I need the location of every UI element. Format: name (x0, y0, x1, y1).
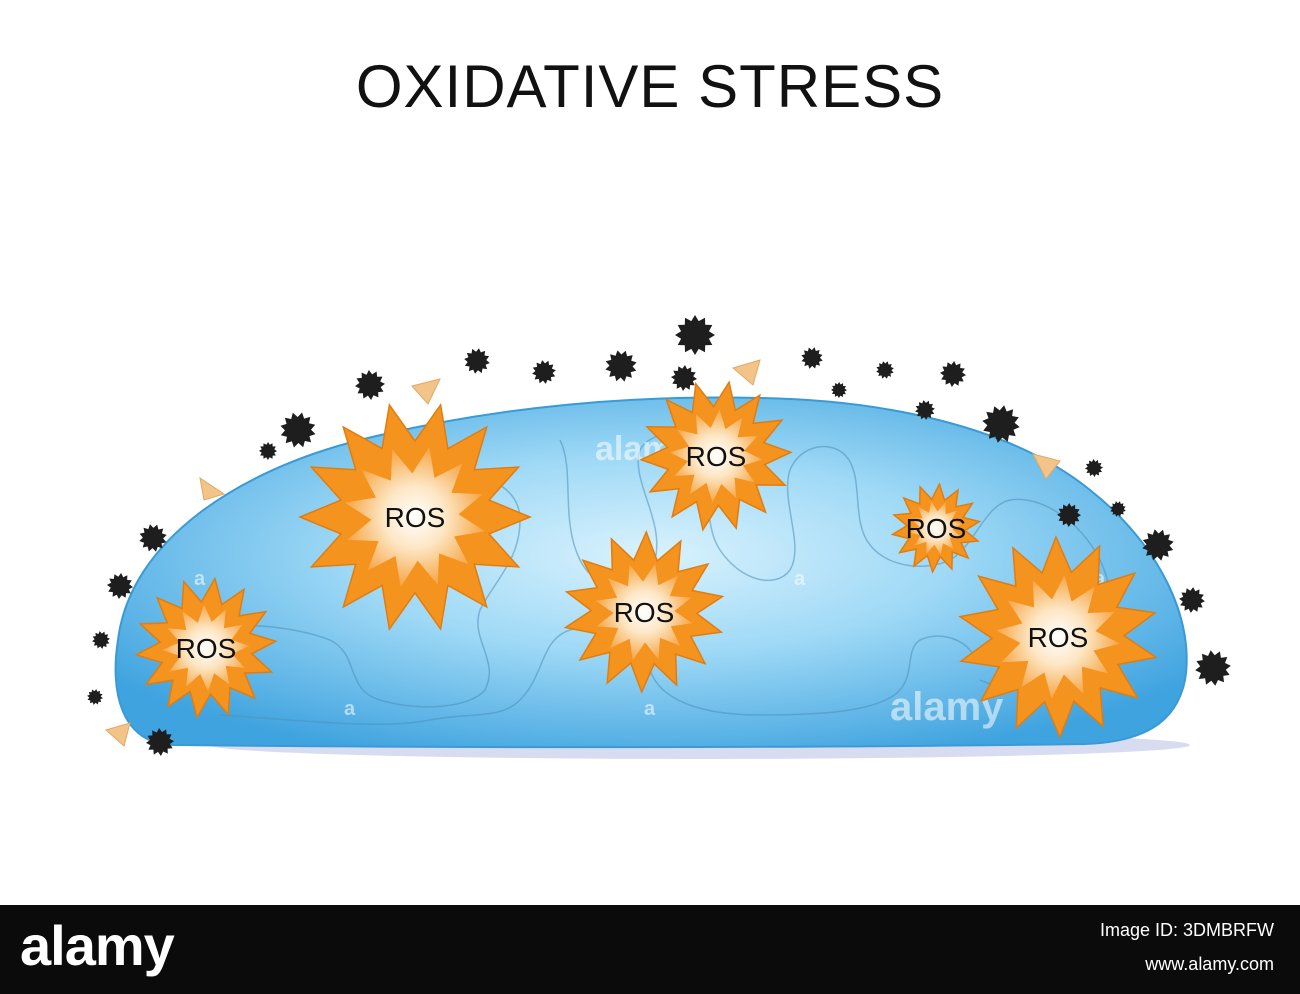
ros-label: ROS (176, 633, 237, 664)
ros-burst: ROS (298, 402, 532, 632)
diagram-title: OXIDATIVE STRESS (355, 53, 945, 120)
ros-label: ROS (1028, 622, 1089, 653)
ros-burst: ROS (958, 535, 1158, 739)
ros-label: ROS (686, 441, 747, 472)
free-radical (801, 347, 823, 369)
footer-brand: alamy (20, 914, 175, 977)
ros-layer: ROS ROS ROS ROS ROS ROS (134, 380, 1158, 739)
free-radical (876, 361, 894, 379)
free-radical (1142, 529, 1174, 561)
free-radical (355, 370, 385, 400)
free-radical (915, 400, 935, 420)
free-radical (280, 412, 316, 448)
footer-stock-info: Image ID: 3DMBRFW www.alamy.com (974, 913, 1274, 981)
ros-label: ROS (614, 597, 675, 628)
ros-burst-inner (669, 409, 763, 503)
free-radical (146, 728, 174, 756)
ros-burst: ROS (563, 530, 725, 694)
free-radical (259, 442, 277, 460)
antioxidant-triangle (411, 378, 441, 405)
free-radical (139, 524, 167, 552)
antioxidant-triangle (104, 722, 131, 747)
ros-burst: ROS (134, 576, 278, 720)
free-radical (940, 361, 966, 387)
footer-bar (0, 905, 1300, 994)
free-radical (982, 405, 1020, 443)
antioxidant-triangle (199, 476, 226, 501)
watermark-letter: a (194, 568, 206, 590)
ros-label: ROS (906, 513, 967, 544)
free-radical (87, 689, 103, 705)
free-radical-layer (87, 315, 1231, 756)
antioxidant-layer (104, 359, 1061, 747)
free-radical (1179, 587, 1205, 613)
antioxidant-triangle (731, 359, 761, 386)
free-radical (675, 315, 715, 355)
free-radical (605, 350, 637, 382)
watermark-letter: a (344, 698, 356, 720)
free-radical (107, 573, 133, 599)
free-radical (831, 382, 847, 398)
ros-burst: ROS (890, 482, 982, 574)
free-radical (464, 348, 490, 374)
footer-image-id: Image ID: 3DMBRFW (1099, 920, 1274, 940)
ros-label: ROS (385, 502, 446, 533)
free-radical (1110, 501, 1126, 517)
free-radical (1195, 650, 1231, 686)
watermark-letter: a (644, 698, 656, 720)
ros-burst: ROS (639, 380, 793, 532)
ros-burst-inner (595, 563, 693, 661)
watermark-letter: a (794, 568, 806, 590)
footer-site: www.alamy.com (1145, 954, 1274, 974)
ros-burst-inner (345, 447, 485, 587)
free-radical (532, 360, 556, 384)
ros-burst-inner (909, 501, 963, 555)
ros-burst-inner (996, 575, 1120, 699)
free-radical (92, 631, 110, 649)
free-radical (1057, 503, 1081, 527)
free-radical (1085, 459, 1103, 477)
free-radical (671, 365, 697, 391)
antioxidant-triangle (1032, 453, 1061, 480)
ros-burst-inner (162, 604, 250, 692)
